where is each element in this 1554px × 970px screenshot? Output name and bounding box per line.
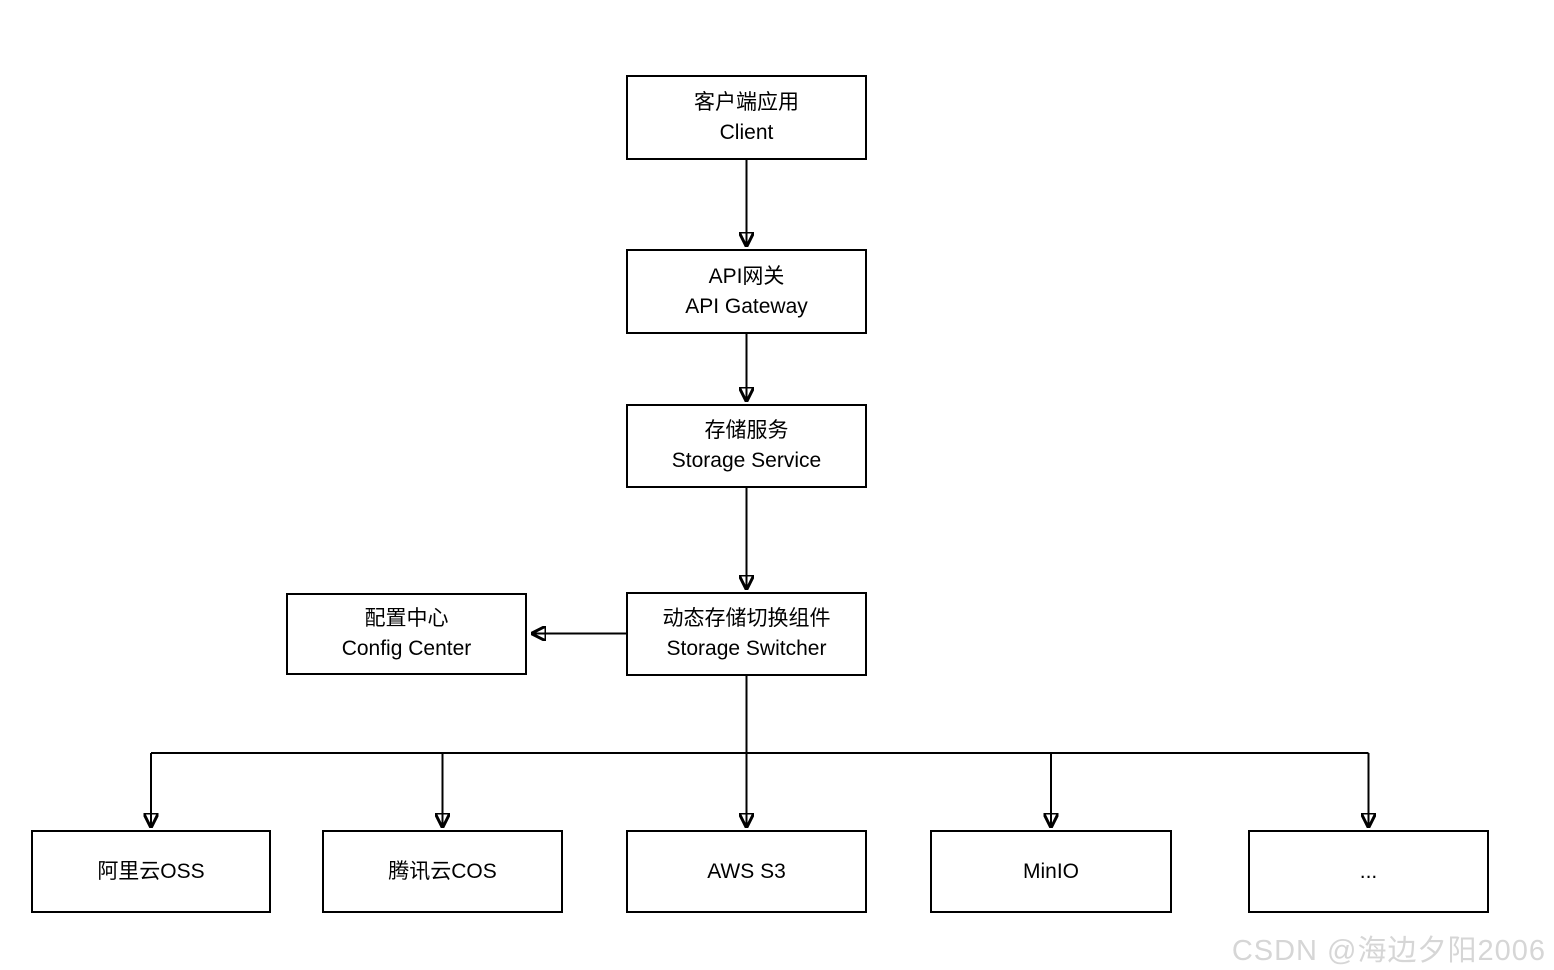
node-storage-switcher-label-zh: 动态存储切换组件 [662, 607, 831, 630]
node-client: 客户端应用 Client [626, 75, 867, 160]
node-client-label-en: Client [719, 120, 774, 144]
node-config-center: 配置中心 Config Center [286, 593, 527, 675]
node-aws-s3: AWS S3 [626, 830, 867, 913]
node-tencent-cos: 腾讯云COS [322, 830, 563, 913]
node-storage-service-label-zh: 存储服务 [704, 419, 789, 442]
node-dots-label: ... [1359, 859, 1378, 883]
node-aliyun-oss: 阿里云OSS [31, 830, 271, 913]
node-tencent-cos-label: 腾讯云COS [388, 859, 497, 883]
node-config-center-label-zh: 配置中心 [364, 607, 449, 630]
node-api-gateway-label-en: API Gateway [685, 294, 808, 318]
node-storage-service: 存储服务 Storage Service [626, 404, 867, 488]
node-storage-service-label-en: Storage Service [671, 449, 822, 472]
node-storage-switcher-label-en: Storage Switcher [666, 637, 827, 660]
node-api-gateway-label-zh: API网关 [708, 264, 785, 288]
node-client-label-zh: 客户端应用 [694, 90, 799, 114]
node-aws-s3-label: AWS S3 [707, 859, 786, 883]
node-config-center-label-en: Config Center [341, 637, 472, 660]
node-api-gateway: API网关 API Gateway [626, 249, 867, 334]
node-storage-switcher: 动态存储切换组件 Storage Switcher [626, 592, 867, 676]
node-dots: ... [1248, 830, 1489, 913]
node-minio: MinIO [930, 830, 1172, 913]
node-minio-label: MinIO [1022, 859, 1079, 883]
node-aliyun-oss-label: 阿里云OSS [97, 859, 205, 883]
watermark: CSDN @海边夕阳2006 [1231, 935, 1546, 967]
